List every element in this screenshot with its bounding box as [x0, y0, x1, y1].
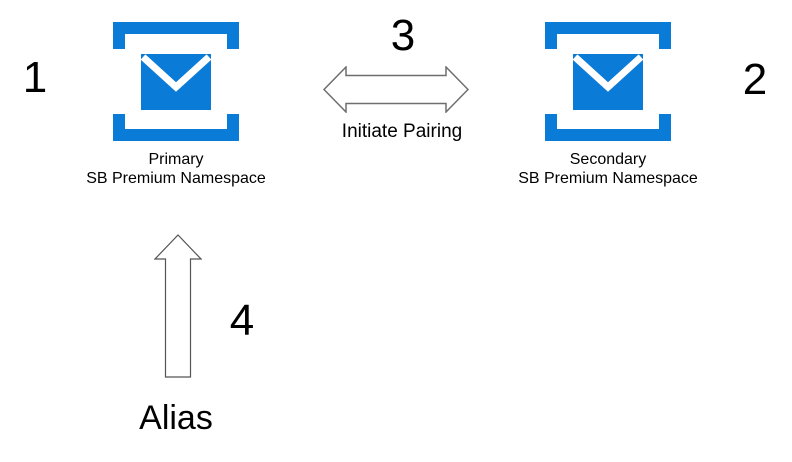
service-bus-envelope-icon — [545, 22, 671, 141]
step-number-pairing: 3 — [390, 11, 416, 60]
step-number-alias: 4 — [229, 296, 255, 345]
up-arrow-icon — [154, 234, 202, 378]
alias-label: Alias — [139, 399, 213, 437]
primary-namespace-label-line1: Primary — [148, 151, 204, 168]
initiate-pairing-label: Initiate Pairing — [341, 121, 463, 142]
primary-namespace-label-line2: SB Premium Namespace — [86, 170, 266, 187]
secondary-namespace-label: Secondary SB Premium Namespace — [508, 150, 708, 188]
primary-namespace-label: Primary SB Premium Namespace — [76, 150, 276, 188]
secondary-namespace-label-line1: Secondary — [569, 151, 647, 168]
step-number-secondary: 2 — [742, 55, 768, 104]
double-headed-arrow-icon — [323, 66, 469, 113]
alias-up-arrow — [154, 234, 202, 378]
secondary-namespace-label-line2: SB Premium Namespace — [518, 170, 698, 187]
pairing-double-arrow — [323, 66, 469, 113]
primary-service-bus-icon — [113, 22, 239, 141]
secondary-service-bus-icon — [545, 22, 671, 141]
step-number-primary: 1 — [22, 53, 48, 102]
service-bus-envelope-icon — [113, 22, 239, 141]
